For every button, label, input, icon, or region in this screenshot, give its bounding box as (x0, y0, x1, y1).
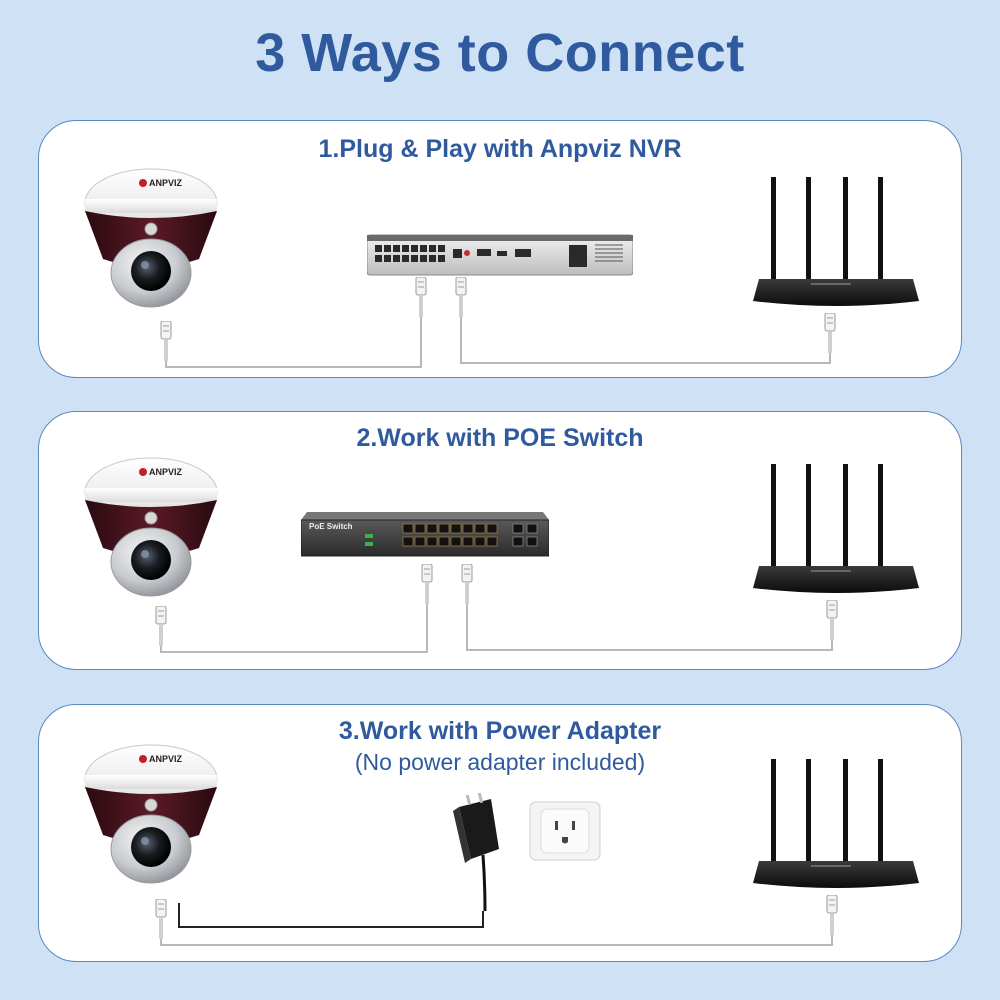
ethernet-connector (822, 313, 838, 353)
ethernet-connector (153, 606, 169, 646)
ethernet-connector (824, 895, 840, 935)
ethernet-connector (153, 899, 169, 939)
ethernet-connector (158, 321, 174, 361)
wall-outlet-image (529, 801, 601, 861)
power-adapter-image (453, 793, 499, 912)
ethernet-connector (824, 600, 840, 640)
panel-power-adapter: 3.Work with Power Adapter (No power adap… (38, 704, 962, 962)
switch-label: PoE Switch (309, 522, 353, 531)
panel-title-nvr: 1.Plug & Play with Anpviz NVR (318, 135, 682, 163)
ethernet-connector (419, 564, 435, 604)
panel-title-power-adapter: 3.Work with Power Adapter (338, 717, 662, 745)
poe-switch-image: PoE Switch (301, 512, 549, 558)
ethernet-connector (459, 564, 475, 604)
nvr-image (367, 234, 633, 276)
panel-poe-switch: 2.Work with POE Switch PoE Switch (38, 411, 962, 670)
panel-subtitle-power-adapter: (No power adapter included) (354, 749, 646, 775)
panel-nvr: 1.Plug & Play with Anpviz NVR (38, 120, 962, 378)
page-title: 3 Ways to Connect (255, 23, 745, 83)
ethernet-connector (413, 277, 429, 317)
panel-title-poe-switch: 2.Work with POE Switch (356, 424, 644, 452)
ethernet-connector (453, 277, 469, 317)
